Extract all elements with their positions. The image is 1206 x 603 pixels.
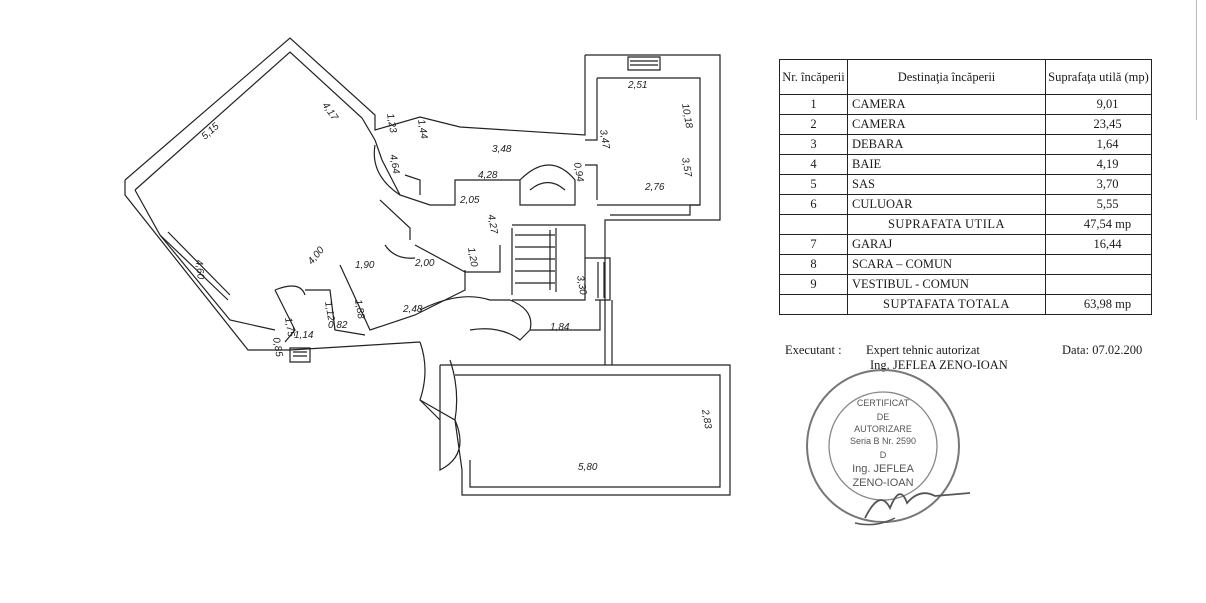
dimension-label: 1,44 bbox=[415, 119, 429, 141]
col-header-nr: Nr. încăperii bbox=[779, 59, 848, 95]
cell-area: 1,64 bbox=[1045, 134, 1152, 155]
dimension-label: 2,48 bbox=[402, 304, 423, 315]
cell-nr: 3 bbox=[779, 134, 848, 155]
cell-name: CAMERA bbox=[847, 114, 1046, 135]
room-area-table: Nr. încăperii Destinaţia încăperii Supra… bbox=[779, 59, 1152, 315]
dimension-label: 2,83 bbox=[699, 408, 713, 430]
dimension-label: 3,57 bbox=[679, 157, 693, 179]
dimension-label: 2,51 bbox=[627, 80, 647, 91]
dimension-label: 1,88 bbox=[352, 299, 366, 321]
page-edge-line bbox=[1196, 0, 1197, 120]
cell-nr: 5 bbox=[779, 174, 848, 195]
dimension-label: 1,75 bbox=[282, 317, 296, 339]
cell-area: 9,01 bbox=[1045, 94, 1152, 115]
stamp-text: Ing. JEFLEA bbox=[852, 463, 914, 475]
dimension-label: 4,00 bbox=[306, 245, 327, 267]
dimension-label: 10,18 bbox=[679, 103, 694, 130]
executant-name: Ing. JEFLEA ZENO-IOAN bbox=[870, 358, 1008, 372]
dimension-label: 4,17 bbox=[320, 100, 340, 123]
col-header-destinatia: Destinaţia încăperii bbox=[847, 59, 1046, 95]
cell-area: 3,70 bbox=[1045, 174, 1152, 195]
stamp-text: DE bbox=[877, 412, 890, 422]
cell-nr: 6 bbox=[779, 194, 848, 215]
dimension-label: 5,80 bbox=[578, 462, 598, 473]
executant-label: Executant : bbox=[785, 343, 842, 357]
dimension-label: 4,27 bbox=[485, 214, 499, 236]
cell-name: CULUOAR bbox=[847, 194, 1046, 215]
cell-area bbox=[1045, 274, 1152, 295]
dimension-label: 2,00 bbox=[414, 258, 435, 269]
dimension-label: 0,85 bbox=[270, 337, 284, 359]
dimension-label: 0,94 bbox=[571, 162, 585, 184]
dimension-label: 0,82 bbox=[328, 320, 348, 331]
cell-area: 4,19 bbox=[1045, 154, 1152, 175]
cell-empty bbox=[779, 294, 848, 315]
dimension-label: 1,20 bbox=[465, 247, 479, 269]
cell-nr: 8 bbox=[779, 254, 848, 275]
col-header-suprafata: Suprafaţa utilă (mp) bbox=[1045, 59, 1152, 95]
dimension-label: 2,05 bbox=[459, 195, 480, 206]
cell-empty bbox=[779, 214, 848, 235]
authorization-stamp: CERTIFICAT DE AUTORIZARE Seria B Nr. 2590DI… bbox=[806, 369, 971, 526]
cell-name: DEBARA bbox=[847, 134, 1046, 155]
dimension-label: 4,28 bbox=[478, 170, 498, 181]
subtotal-row-value: 47,54 mp bbox=[1045, 214, 1152, 235]
cell-name: VESTIBUL - COMUN bbox=[847, 274, 1046, 295]
cell-name: SCARA – COMUN bbox=[847, 254, 1046, 275]
dimension-label: 1,14 bbox=[294, 330, 314, 341]
dimension-label: 3,47 bbox=[597, 129, 611, 151]
cell-area: 5,55 bbox=[1045, 194, 1152, 215]
cell-nr: 2 bbox=[779, 114, 848, 135]
dimension-label: 1,84 bbox=[550, 322, 570, 333]
cell-name: CAMERA bbox=[847, 94, 1046, 115]
cell-nr: 4 bbox=[779, 154, 848, 175]
stamp-text: D bbox=[880, 450, 887, 460]
dimension-label: 4,60 bbox=[193, 259, 206, 280]
document-date: Data: 07.02.200 bbox=[1062, 343, 1143, 357]
dimension-label: 4,64 bbox=[387, 154, 401, 176]
cell-area: 16,44 bbox=[1045, 234, 1152, 255]
cell-name: GARAJ bbox=[847, 234, 1046, 255]
dimension-label: 5,15 bbox=[200, 121, 222, 142]
dimension-label: 1,23 bbox=[384, 113, 398, 135]
stamp-text: ZENO-IOAN bbox=[852, 477, 913, 489]
total-row-label: SUPTAFATA TOTALA bbox=[847, 294, 1046, 315]
stamp-text: AUTORIZARE bbox=[854, 424, 912, 434]
subtotal-row-label: SUPRAFATA UTILA bbox=[847, 214, 1046, 235]
dimension-label: 2,76 bbox=[644, 182, 665, 193]
dimension-label: 1,12 bbox=[322, 301, 336, 323]
table-header-row: Nr. încăperii Destinaţia încăperii Supra… bbox=[779, 59, 1152, 95]
cell-area bbox=[1045, 254, 1152, 275]
dimension-label: 3,30 bbox=[574, 275, 588, 297]
cell-nr: 9 bbox=[779, 274, 848, 295]
executant-title: Expert tehnic autorizat bbox=[866, 343, 980, 357]
dimension-label: 3,48 bbox=[492, 144, 512, 155]
stamp-text: Seria B Nr. 2590 bbox=[850, 436, 916, 446]
cell-nr: 1 bbox=[779, 94, 848, 115]
floor-plan: 5,15 4,17 4,60 4,00 1,23 1,44 4,64 3,48 4,28 2,05… bbox=[124, 37, 731, 496]
dimension-label: 1,90 bbox=[355, 260, 375, 271]
stamp-text: CERTIFICAT bbox=[857, 398, 910, 408]
total-row-value: 63,98 mp bbox=[1045, 294, 1152, 315]
cell-name: SAS bbox=[847, 174, 1046, 195]
cell-nr: 7 bbox=[779, 234, 848, 255]
cell-area: 23,45 bbox=[1045, 114, 1152, 135]
cell-name: BAIE bbox=[847, 154, 1046, 175]
